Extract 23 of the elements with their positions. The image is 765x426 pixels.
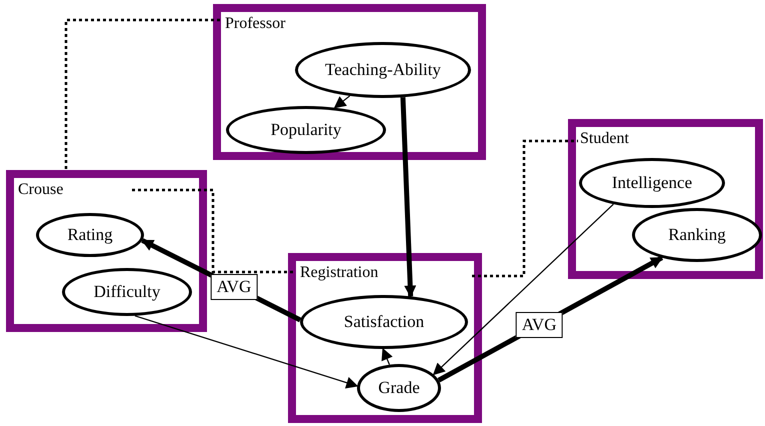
variable-ellipse: Popularity (226, 106, 386, 154)
variable-ellipse: Intelligence (579, 158, 725, 208)
group-title: Registration (299, 263, 380, 283)
variable-ellipse: Rating (36, 213, 144, 257)
edge-label: AVG (210, 274, 258, 300)
variable-ellipse: Grade (357, 364, 441, 412)
dotted-connector (64, 18, 220, 170)
variable-ellipse: Difficulty (62, 268, 192, 316)
arrow (432, 204, 614, 376)
dotted-connector (472, 140, 578, 278)
group-frame (288, 253, 482, 423)
group-frame (6, 170, 207, 332)
variable-ellipse: Satisfaction (300, 295, 468, 349)
variable-ellipse: Ranking (632, 208, 762, 262)
arrow (134, 315, 358, 388)
arrow (334, 95, 350, 108)
arrow (382, 348, 393, 365)
thick-arrow (400, 97, 416, 298)
dotted-connector (132, 188, 295, 274)
group-frame (568, 119, 763, 279)
edge-label: AVG (516, 312, 562, 338)
variable-ellipse: Teaching-Ability (295, 42, 471, 98)
group-frame (213, 4, 486, 160)
